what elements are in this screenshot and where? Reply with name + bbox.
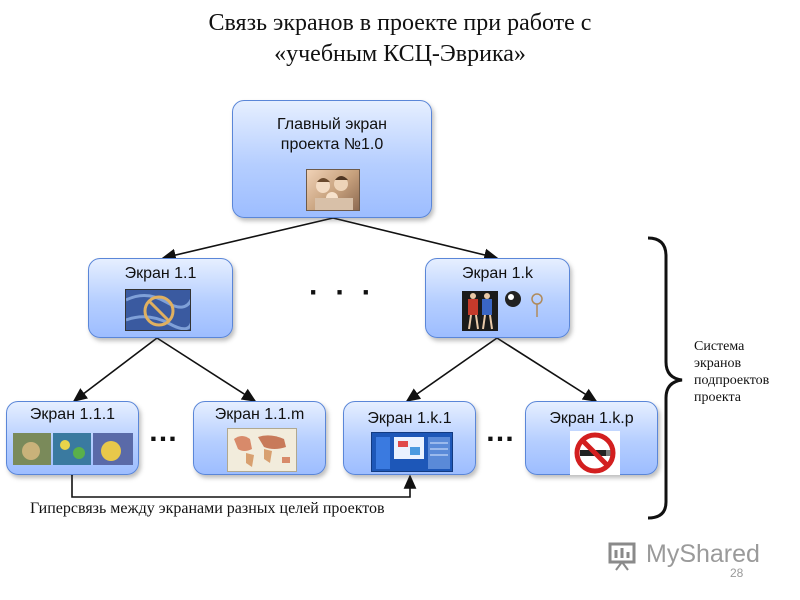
myshared-logo: MyShared (606, 538, 766, 572)
ellipsis-level-2: · · · (309, 276, 376, 309)
node-screen-1-1: Экран 1.1 (88, 258, 233, 338)
node-main-label: Главный экран проекта №1.0 (276, 116, 387, 153)
software-screenshot-icon (371, 432, 453, 472)
node-1-1-label: Экран 1.1 (124, 265, 197, 282)
no-smoking-photo-icon (125, 289, 191, 331)
food-photos-icon (13, 433, 133, 465)
slide-title: Связь экранов в проекте при работе с «уч… (0, 8, 800, 70)
hyperlink-connector (65, 463, 417, 498)
node-1-1-m-label: Экран 1.1.m (214, 406, 305, 423)
node-screen-1-k: Экран 1.k (425, 258, 570, 338)
arrow-main-to-1-1 (161, 217, 334, 262)
node-screen-1-1-m: Экран 1.1.m (193, 401, 326, 475)
slide-title-text: Связь экранов в проекте при работе с «уч… (208, 10, 592, 67)
ellipsis-right: … (485, 415, 519, 448)
presentation-board-icon (608, 542, 636, 571)
node-screen-1-1-1: Экран 1.1.1 (6, 401, 139, 475)
world-map-icon (227, 428, 297, 472)
sports-icon (462, 289, 546, 333)
node-1-1-1-label: Экран 1.1.1 (29, 406, 116, 423)
arrow-1-1-to-1-1-1 (72, 337, 158, 402)
node-1-k-p-label: Экран 1.k.p (549, 410, 634, 427)
slide-number: 28 (730, 566, 744, 580)
arrow-1-k-to-1-k-p (496, 337, 598, 402)
arrow-main-to-1-k (332, 217, 499, 262)
ellipsis-left: … (148, 415, 182, 448)
logo-text: MyShared (646, 540, 760, 568)
family-photo-icon (306, 169, 360, 211)
arrow-1-1-to-1-1-m (156, 337, 257, 402)
node-screen-1-k-p: Экран 1.k.p (525, 401, 658, 475)
node-main-screen: Главный экран проекта №1.0 (232, 100, 432, 218)
node-1-k-label: Экран 1.k (462, 265, 533, 282)
hyperlink-label: Гиперсвязь между экранами разных целей п… (30, 500, 385, 517)
arrow-1-k-to-1-k-1 (405, 337, 498, 402)
no-smoking-sign-icon (570, 431, 620, 475)
side-note-subproject-screens: Система экранов подпроектов проекта (694, 339, 770, 405)
node-screen-1-k-1: Экран 1.k.1 (343, 401, 476, 475)
side-brace (647, 236, 683, 520)
node-1-k-1-label: Экран 1.k.1 (367, 410, 452, 427)
